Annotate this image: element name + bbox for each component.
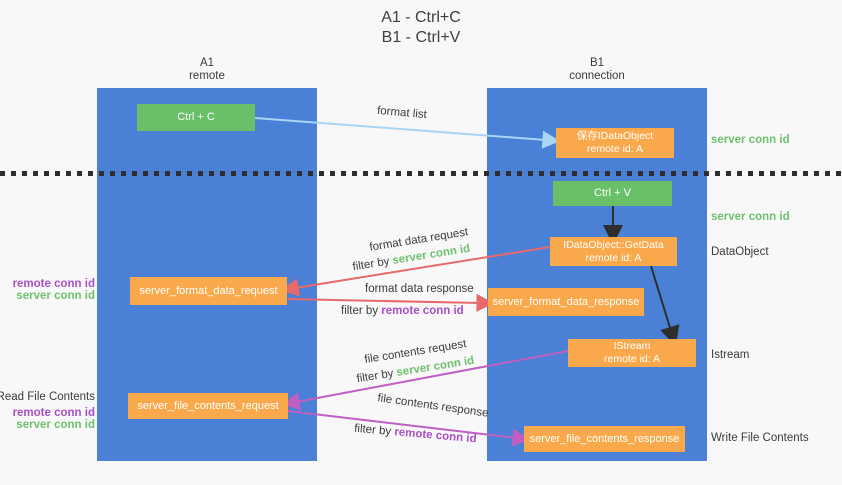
box-server-file-contents-request-label: server_file_contents_request: [137, 399, 279, 412]
arrow-file-contents-response: [287, 410, 531, 447]
copy-paste-divider-dashed-line: [0, 171, 842, 176]
arrow-getdata-to-istream: [650, 265, 680, 347]
box-save-dataobject-line1: 保存IDataObject: [576, 130, 654, 142]
box-istream-line2: remote id: A: [603, 353, 661, 365]
box-save-dataobject: 保存IDataObject remote id: A: [556, 128, 674, 158]
right-server-conn-id-2: server conn id: [711, 211, 790, 223]
box-ctrl-c-label: Ctrl + C: [177, 111, 215, 123]
box-server-file-contents-response-label: server_file_contents_response: [529, 432, 680, 445]
left-server-conn-id-1: server conn id: [16, 290, 95, 302]
arrow-format-data-response: [287, 293, 495, 312]
remote-conn-id-text: remote conn id: [381, 305, 464, 317]
left-server-conn-id-2: server conn id: [16, 419, 95, 431]
arrow-format-list: [254, 117, 561, 149]
box-ctrl-v: Ctrl + V: [553, 181, 672, 206]
box-server-file-contents-response: server_file_contents_response: [524, 426, 685, 452]
arrow-file-contents-request: [281, 350, 569, 411]
column-header-a1: A1 remote: [97, 57, 317, 83]
column-b1-role: connection: [569, 70, 625, 82]
box-idataobject-getdata: IDataObject::GetData remote id: A: [550, 237, 677, 266]
column-a1-role: remote: [189, 70, 225, 82]
left-conn-id-pair-1: remote conn id server conn id: [0, 278, 95, 302]
box-server-format-data-request-label: server_format_data_request: [139, 284, 278, 297]
box-idataobject-getdata-line2: remote id: A: [585, 251, 642, 264]
label-format-data-response: format data response: [365, 283, 474, 295]
right-server-conn-id-1: server conn id: [711, 134, 790, 146]
left-read-file-contents: Read File Contents: [0, 391, 95, 403]
left-remote-conn-id-1: remote conn id: [12, 278, 95, 290]
right-istream-label: Istream: [711, 349, 750, 361]
right-write-file-contents: Write File Contents: [711, 432, 809, 444]
box-ctrl-v-label: Ctrl + V: [594, 187, 631, 199]
arrow-format-data-request: [280, 246, 551, 297]
left-remote-conn-id-2: remote conn id: [12, 407, 95, 419]
filter-by-text: filter by: [341, 305, 382, 317]
title-line-1: A1 - Ctrl+C: [381, 9, 461, 26]
box-server-format-data-request: server_format_data_request: [130, 277, 287, 305]
box-save-dataobject-line2: remote id: A: [586, 143, 644, 155]
box-ctrl-c: Ctrl + C: [137, 104, 255, 131]
title-line-2: B1 - Ctrl+V: [381, 29, 461, 46]
box-server-format-data-response-label: server_format_data_response: [492, 295, 640, 308]
column-b1-name: B1: [589, 57, 605, 69]
box-istream: IStream remote id: A: [568, 339, 696, 367]
diagram-title: A1 - Ctrl+C B1 - Ctrl+V: [281, 8, 561, 48]
right-dataobject-label: DataObject: [711, 246, 769, 258]
column-a1-name: A1: [199, 57, 215, 69]
label-filter-remote-conn-1: filter by remote conn id: [341, 305, 464, 317]
left-conn-id-pair-2: remote conn id server conn id: [0, 407, 95, 431]
box-server-file-contents-request: server_file_contents_request: [128, 393, 288, 419]
box-idataobject-getdata-line1: IDataObject::GetData: [563, 238, 664, 251]
box-istream-line1: IStream: [613, 340, 651, 352]
box-server-format-data-response: server_format_data_response: [488, 288, 644, 316]
column-header-b1: B1 connection: [487, 57, 707, 83]
